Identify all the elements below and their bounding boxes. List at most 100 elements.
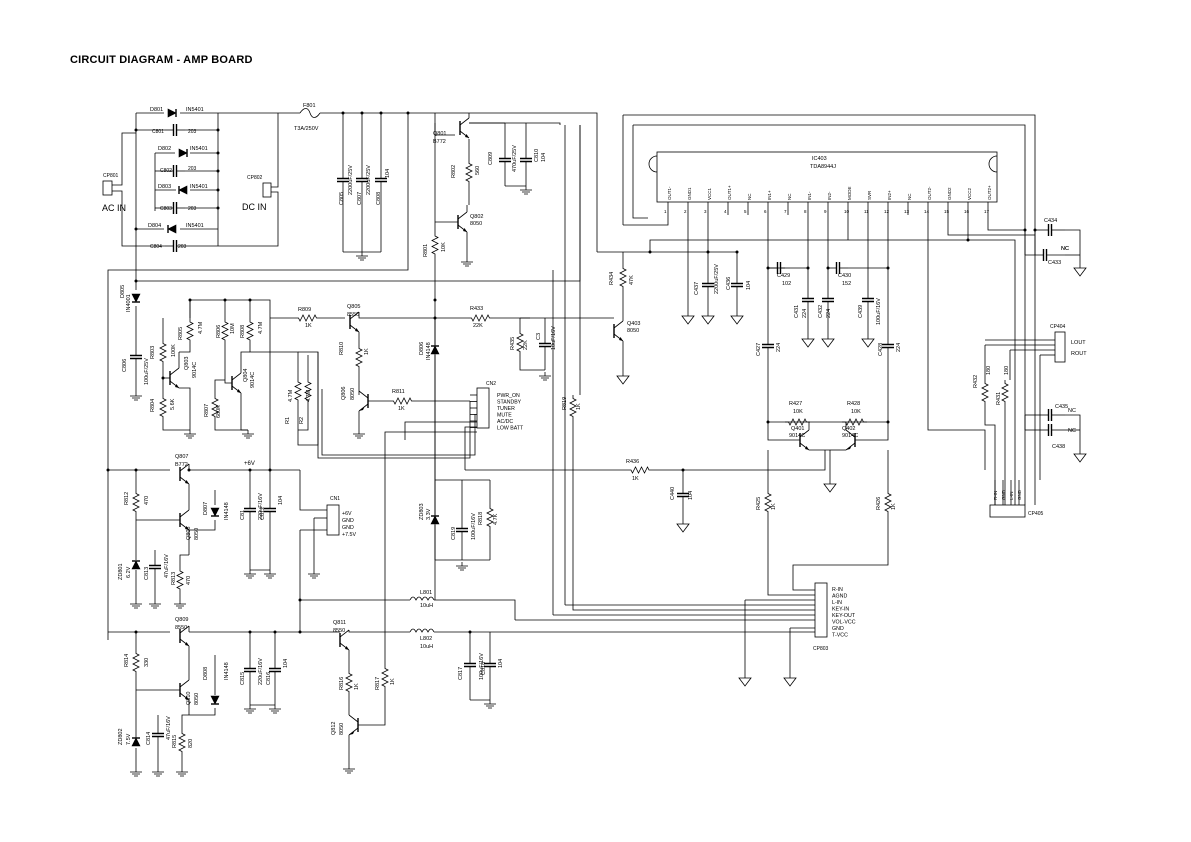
wire	[434, 599, 516, 620]
wire	[240, 393, 248, 431]
component-label: 10M	[230, 323, 236, 334]
junction-dot	[826, 266, 830, 270]
capacitor-symbol	[1047, 224, 1053, 236]
component-label: 224	[826, 309, 832, 318]
diode-symbol	[167, 108, 177, 118]
wire	[249, 344, 299, 372]
ground-symbol	[461, 261, 473, 267]
wire	[224, 344, 232, 384]
component-label: 9014C	[789, 433, 805, 439]
component-label: 100uF/16V	[876, 298, 882, 325]
component-label: 1K	[390, 678, 396, 685]
junction-dot	[187, 468, 191, 472]
component-label: C805	[339, 192, 345, 205]
component-label: C436	[726, 277, 732, 290]
cp801-label: CP801	[103, 173, 119, 179]
component-label: 9014C	[250, 372, 256, 388]
component-label: IN5401	[190, 146, 208, 152]
component-label: C427	[756, 343, 762, 356]
component-label: R802	[451, 165, 457, 178]
component-label: C802	[160, 168, 172, 174]
rout-label: ROUT	[1071, 351, 1087, 357]
capacitor-symbol	[520, 157, 532, 163]
component-label: C810	[534, 149, 540, 162]
component-label: 2200uF/25V	[348, 165, 354, 195]
component-label: Q810	[186, 692, 192, 705]
lout-label: LOUT	[1071, 340, 1086, 346]
ground-symbol	[152, 771, 164, 777]
component-label: 1K	[364, 348, 370, 355]
page-title: CIRCUIT DIAGRAM - AMP BOARD	[70, 54, 253, 66]
component-label: NC	[1068, 408, 1076, 414]
wire	[649, 239, 1016, 505]
wire	[214, 379, 225, 395]
component-label: C814	[146, 732, 152, 745]
inductor-l802	[409, 628, 435, 633]
cp405-label: CP405	[1028, 511, 1044, 517]
component-label: R806	[216, 325, 222, 338]
component-label: 104	[746, 281, 752, 290]
wire	[348, 630, 350, 633]
capacitor-symbol	[731, 282, 743, 288]
capacitor-symbol	[149, 564, 161, 570]
junction-dot	[648, 250, 652, 254]
cp803-pin-label: L-IN	[832, 600, 842, 606]
cn1-pin-label: +6V	[342, 511, 352, 517]
component-label: Q809	[175, 617, 188, 623]
junction-dot	[161, 376, 165, 380]
wire	[987, 215, 1025, 231]
junction-dot	[966, 238, 970, 242]
resistor-symbol	[159, 340, 167, 365]
wire	[1065, 414, 1081, 448]
component-label: NC	[1061, 246, 1069, 252]
fuse-symbol	[299, 108, 321, 118]
component-label: C81	[240, 510, 246, 520]
component-label: C812	[260, 507, 266, 520]
cn1-pin-label: +7.5V	[342, 532, 356, 538]
component-label: C3	[536, 333, 542, 340]
ic-pin-number: 8	[804, 209, 807, 214]
component-label: Q802	[470, 214, 483, 220]
ic-pin-number: 2	[684, 209, 687, 214]
ground-symbol	[242, 433, 254, 439]
junction-dot	[216, 169, 220, 173]
component-label: 2200uF/25V	[714, 264, 720, 294]
transistor-leads	[348, 714, 359, 736]
transistor-arrow	[463, 228, 467, 232]
junction-dot	[134, 128, 138, 132]
wire	[572, 420, 815, 611]
resistor-symbol	[345, 670, 353, 695]
junction-dot	[298, 630, 302, 634]
ic-pin-number: 6	[764, 209, 767, 214]
component-label: Q807	[175, 454, 188, 460]
component-label: 7.5V	[126, 733, 132, 745]
component-label: IN5401	[190, 184, 208, 190]
junction-dot	[248, 298, 252, 302]
transistor-leads	[231, 372, 242, 394]
component-label: Q811	[333, 620, 346, 626]
wire	[384, 431, 477, 665]
diode-symbol	[131, 560, 141, 570]
cn1-pin-label: GND	[342, 518, 354, 524]
ground-triangle-symbol	[730, 315, 744, 325]
cn1-label: CN1	[330, 496, 340, 502]
transistor-arrow	[185, 480, 189, 484]
ground-symbol	[174, 603, 186, 609]
component-label: 680K	[216, 405, 222, 418]
ground-triangle-symbol	[821, 338, 835, 348]
resistor-symbol	[221, 318, 229, 344]
ic-pin-number: 14	[924, 209, 930, 214]
junction-dot	[806, 266, 810, 270]
transistor-arrow	[619, 337, 623, 341]
component-label: R810	[339, 342, 345, 355]
capacitor-symbol	[835, 262, 841, 274]
ground-symbol	[356, 255, 368, 261]
ic-pin-name: GND1	[687, 187, 692, 200]
junction-dot	[248, 468, 252, 472]
component-label: 820	[188, 739, 194, 748]
resistor-symbol	[884, 490, 892, 515]
wire	[321, 389, 476, 456]
cp803-pin-label: KEY-OUT	[832, 613, 856, 619]
component-label: R804	[150, 399, 156, 412]
capacitor-symbol	[269, 667, 281, 673]
